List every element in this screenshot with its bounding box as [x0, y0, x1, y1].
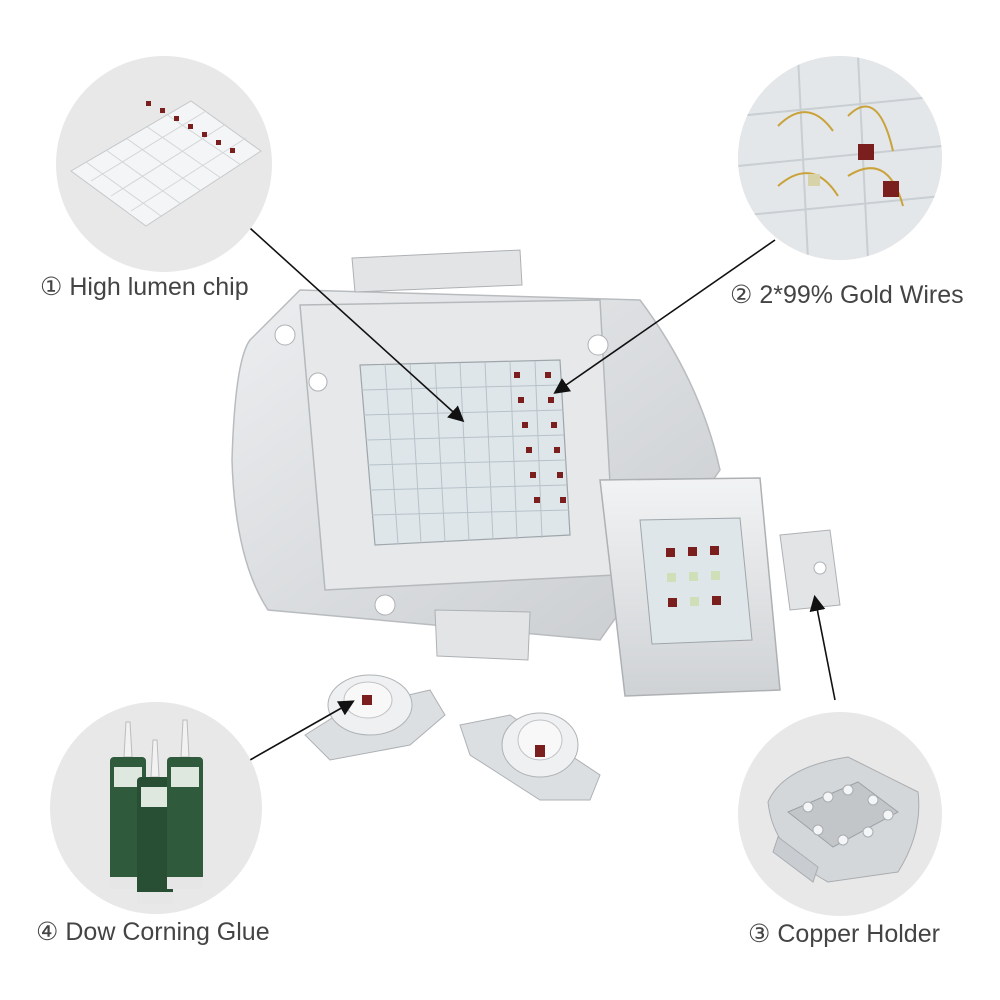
label-gold-wires: ② 2*99% Gold Wires [730, 281, 964, 309]
led-10w [599, 477, 841, 697]
callout-dow-corning-glue [50, 702, 262, 914]
callout-high-lumen-chip [56, 56, 272, 272]
copper-holder-closeup-image [767, 756, 920, 883]
cob-led-large [231, 249, 721, 661]
label-copper-holder: ③ Copper Holder [748, 920, 940, 948]
led-3w-right [459, 712, 601, 801]
callout-copper-holder [738, 712, 942, 916]
arrow-pointer [229, 209, 836, 761]
callout-gold-wires [738, 56, 942, 260]
chip-closeup-image [70, 100, 262, 227]
led-3w-left [304, 674, 446, 761]
gold-wires-closeup-image [738, 56, 942, 260]
label-high-lumen-chip: ① High lumen chip [40, 273, 249, 301]
glue-tube [167, 719, 203, 889]
glue-tubes-image [110, 719, 203, 904]
label-dow-corning-glue: ④ Dow Corning Glue [36, 918, 270, 946]
glue-tube [137, 739, 173, 904]
